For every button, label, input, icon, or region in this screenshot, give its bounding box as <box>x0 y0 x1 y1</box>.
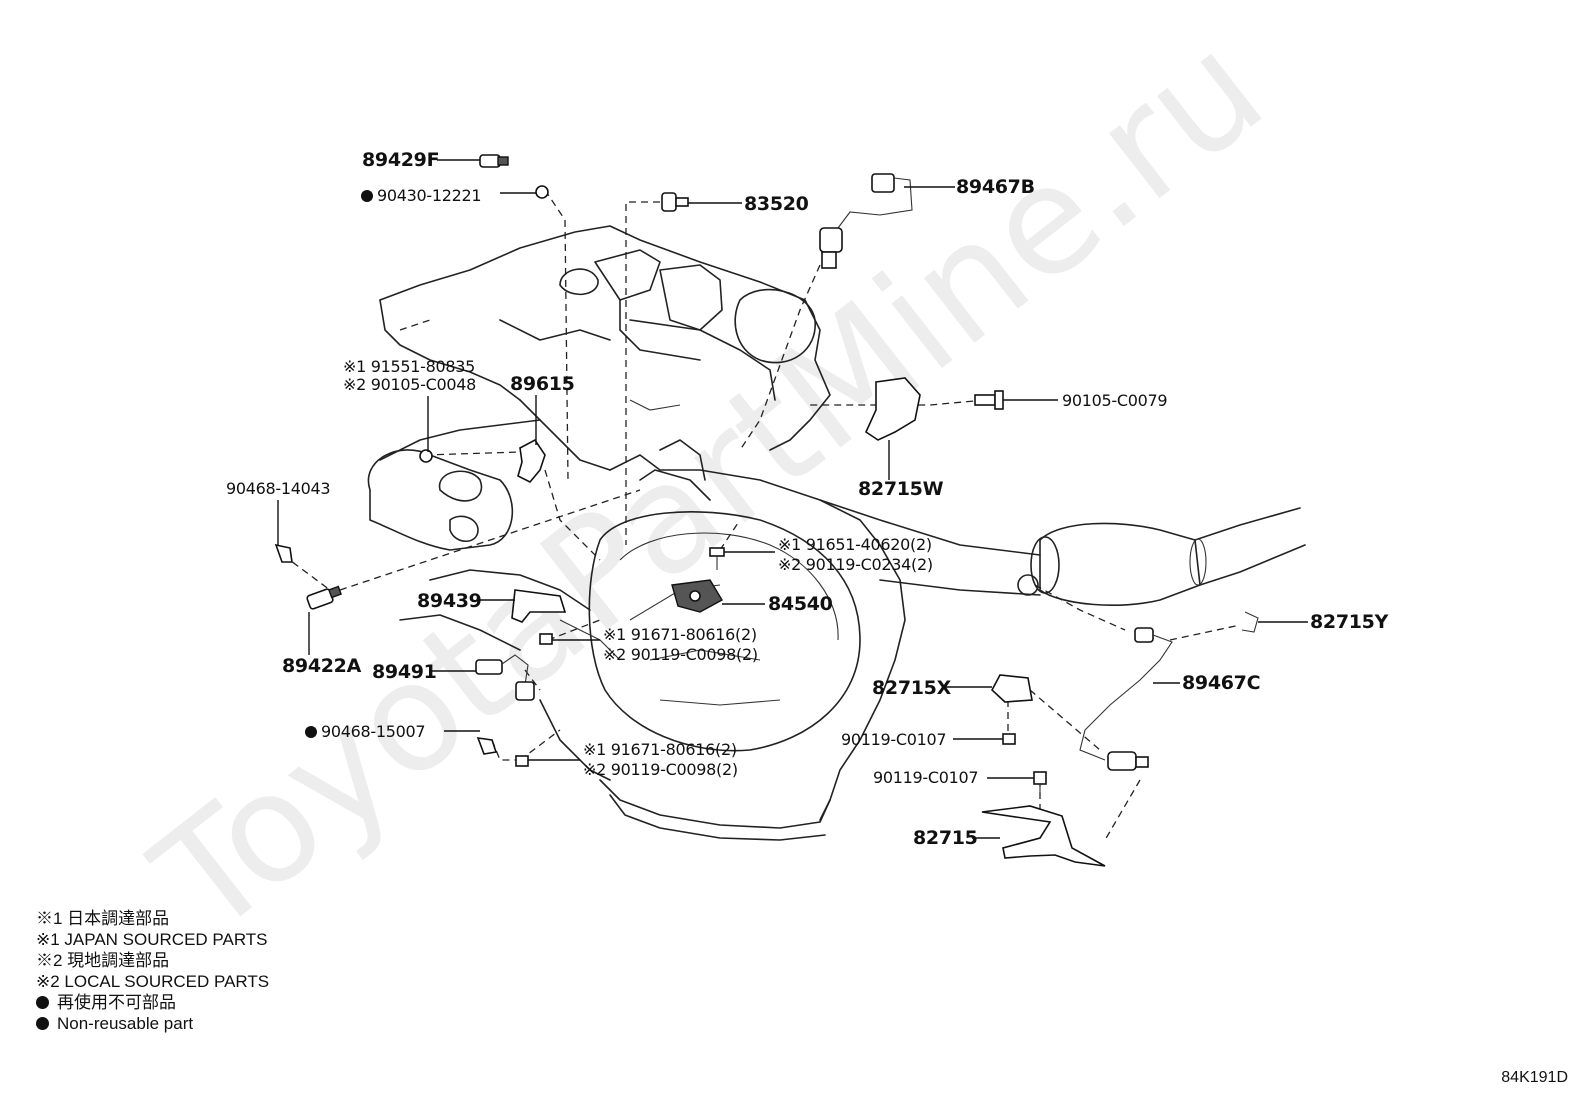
leader-lines <box>277 159 1308 839</box>
part-89429F-shape <box>479 154 509 168</box>
non-reusable-dot <box>305 726 317 738</box>
part-90430-shape <box>535 185 549 199</box>
part-84540-shape <box>671 579 723 613</box>
label-90468-14043[interactable]: 90468-14043 <box>226 479 331 498</box>
label-89429F[interactable]: 89429F <box>362 149 440 171</box>
reference-dashed-lines <box>282 189 1241 841</box>
label-82715W[interactable]: 82715W <box>858 478 944 500</box>
legend-text: ※2 現地調達部品 <box>36 951 170 970</box>
label-91551-80835[interactable]: ※1 91551-80835 <box>343 357 475 376</box>
part-90119-C0107-a-shape <box>1002 733 1016 745</box>
transmission-housing-illustration <box>367 225 1306 841</box>
legend-text: ※1 日本調達部品 <box>36 909 170 928</box>
label-91671-80616-upper[interactable]: ※1 91671-80616(2) <box>603 625 757 644</box>
part-83520-shape <box>661 192 689 212</box>
non-reusable-dot-icon <box>36 1017 49 1030</box>
label-90468-15007[interactable]: 90468-15007 <box>321 722 426 741</box>
label-84540[interactable]: 84540 <box>768 593 833 615</box>
label-89491[interactable]: 89491 <box>372 661 437 683</box>
part-89467B-shape <box>819 173 913 269</box>
label-82715X[interactable]: 82715X <box>872 677 952 699</box>
part-90468-15007-shape <box>476 737 498 755</box>
legend: ※1 日本調達部品 ※1 JAPAN SOURCED PARTS ※2 現地調達部品… <box>36 908 269 1034</box>
part-82715Y-shape <box>1241 611 1259 633</box>
legend-text: Non-reusable part <box>57 1014 194 1033</box>
part-labels: 89429F 90430-12221 83520 89467B ※1 91551… <box>226 149 1389 849</box>
legend-text: ※1 JAPAN SOURCED PARTS <box>36 930 268 949</box>
part-90105-C0048-shape <box>419 449 433 463</box>
label-91651-40620[interactable]: ※1 91651-40620(2) <box>778 535 932 554</box>
label-82715Y[interactable]: 82715Y <box>1310 611 1389 633</box>
legend-text: 再使用不可部品 <box>57 993 176 1012</box>
part-89467C-shape <box>1079 627 1173 771</box>
label-90119-C0107-b[interactable]: 90119-C0107 <box>873 768 979 787</box>
legend-row: ※2 LOCAL SOURCED PARTS <box>36 971 269 992</box>
label-89467B[interactable]: 89467B <box>956 176 1035 198</box>
part-90468-14043-shape <box>274 543 293 563</box>
label-89439[interactable]: 89439 <box>417 590 482 612</box>
legend-text: ※2 LOCAL SOURCED PARTS <box>36 972 270 991</box>
label-90119-C0234[interactable]: ※2 90119-C0234(2) <box>778 555 933 574</box>
label-90119-C0098-lower[interactable]: ※2 90119-C0098(2) <box>583 760 738 779</box>
part-91671-upper-shape <box>539 633 553 645</box>
part-89422A-shape <box>306 585 342 610</box>
part-90119-C0107-b-shape <box>1033 771 1047 798</box>
non-reusable-dot-icon <box>36 996 49 1009</box>
label-91671-80616-lower[interactable]: ※1 91671-80616(2) <box>583 740 737 759</box>
label-90119-C0098-upper[interactable]: ※2 90119-C0098(2) <box>603 645 758 664</box>
part-82715X-shape <box>991 674 1033 703</box>
part-82715W-shape <box>864 377 921 441</box>
legend-row: Non-reusable part <box>36 1013 269 1034</box>
label-89615[interactable]: 89615 <box>510 373 575 395</box>
part-89439-shape <box>511 589 567 623</box>
legend-row: ※1 JAPAN SOURCED PARTS <box>36 929 269 950</box>
label-82715[interactable]: 82715 <box>913 827 978 849</box>
part-90105-C0079-shape <box>974 390 1004 410</box>
part-91671-lower-shape <box>515 755 529 767</box>
part-82715-shape <box>981 805 1106 867</box>
legend-row: 再使用不可部品 <box>36 992 269 1013</box>
label-83520[interactable]: 83520 <box>744 193 809 215</box>
part-89491-shape <box>475 654 535 701</box>
legend-row: ※2 現地調達部品 <box>36 950 269 971</box>
label-89422A[interactable]: 89422A <box>282 655 362 677</box>
diagram-code: 84K191D <box>1501 1069 1568 1086</box>
label-89467C[interactable]: 89467C <box>1182 672 1261 694</box>
legend-row: ※1 日本調達部品 <box>36 908 269 929</box>
label-90119-C0107-a[interactable]: 90119-C0107 <box>841 730 947 749</box>
non-reusable-dot <box>361 190 373 202</box>
part-89615-shape <box>517 438 546 483</box>
label-90105-C0079[interactable]: 90105-C0079 <box>1062 391 1168 410</box>
label-90105-C0048[interactable]: ※2 90105-C0048 <box>343 375 476 394</box>
label-90430-12221[interactable]: 90430-12221 <box>377 186 482 205</box>
